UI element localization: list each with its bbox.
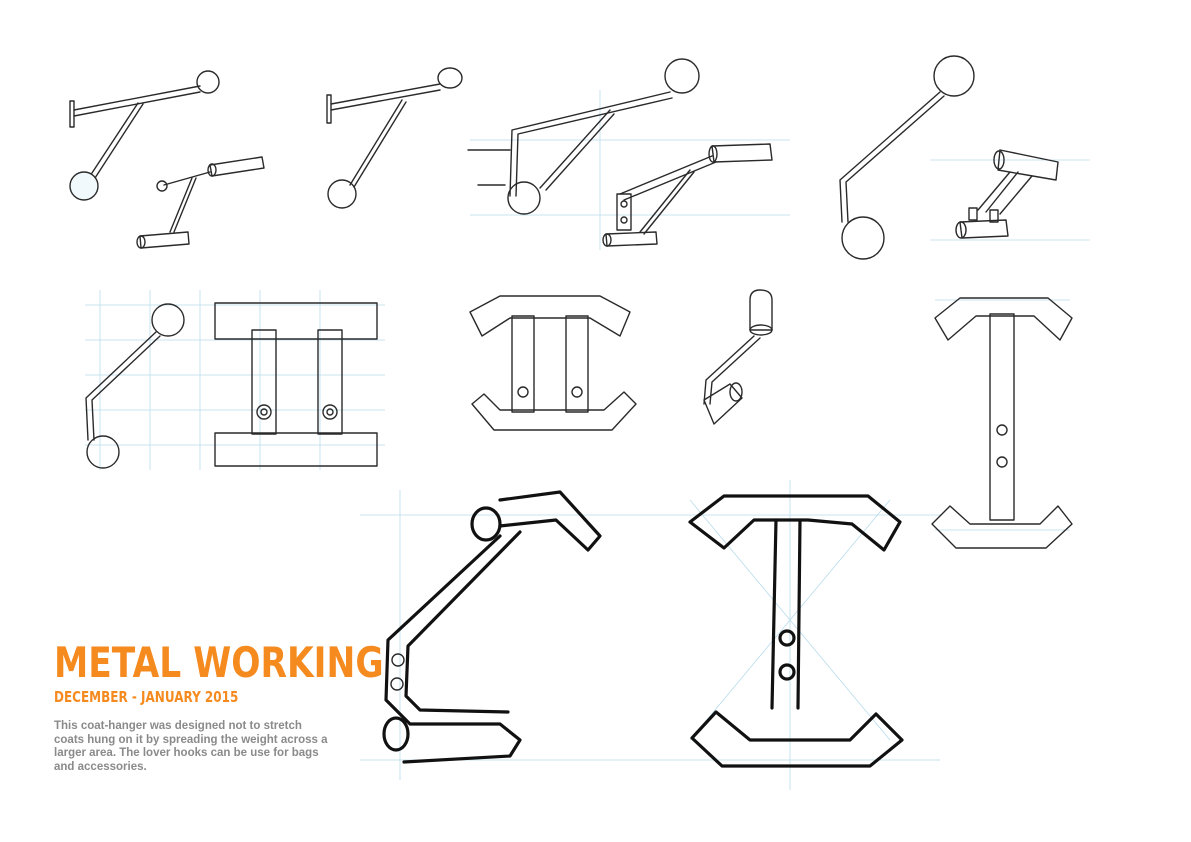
sketch-rod-hanger-1: [69, 70, 265, 249]
project-description: This coat-hanger was designed not to str…: [54, 720, 328, 773]
project-date: DECEMBER - JANUARY 2015: [54, 688, 239, 706]
construction-grid: [85, 90, 1090, 790]
sketch-h-frame: [214, 302, 378, 467]
sketch-tall-i: [931, 297, 1073, 549]
sketch-bent-rod-front: [85, 303, 185, 469]
sketch-bent-rod-bracket: [467, 58, 773, 247]
sketch-rod-hanger-2: [326, 67, 463, 209]
sketch-side-bent: [703, 289, 773, 425]
sketch-i-hanger-final: [688, 494, 904, 768]
sketch-long-rod-tube: [839, 55, 1059, 260]
caption-block: METAL WORKING DECEMBER - JANUARY 2015 Th…: [54, 638, 384, 774]
sketch-arched-double: [469, 295, 637, 431]
sketch-c-hanger-final: [382, 490, 602, 764]
page-title: METAL WORKING: [54, 638, 384, 687]
